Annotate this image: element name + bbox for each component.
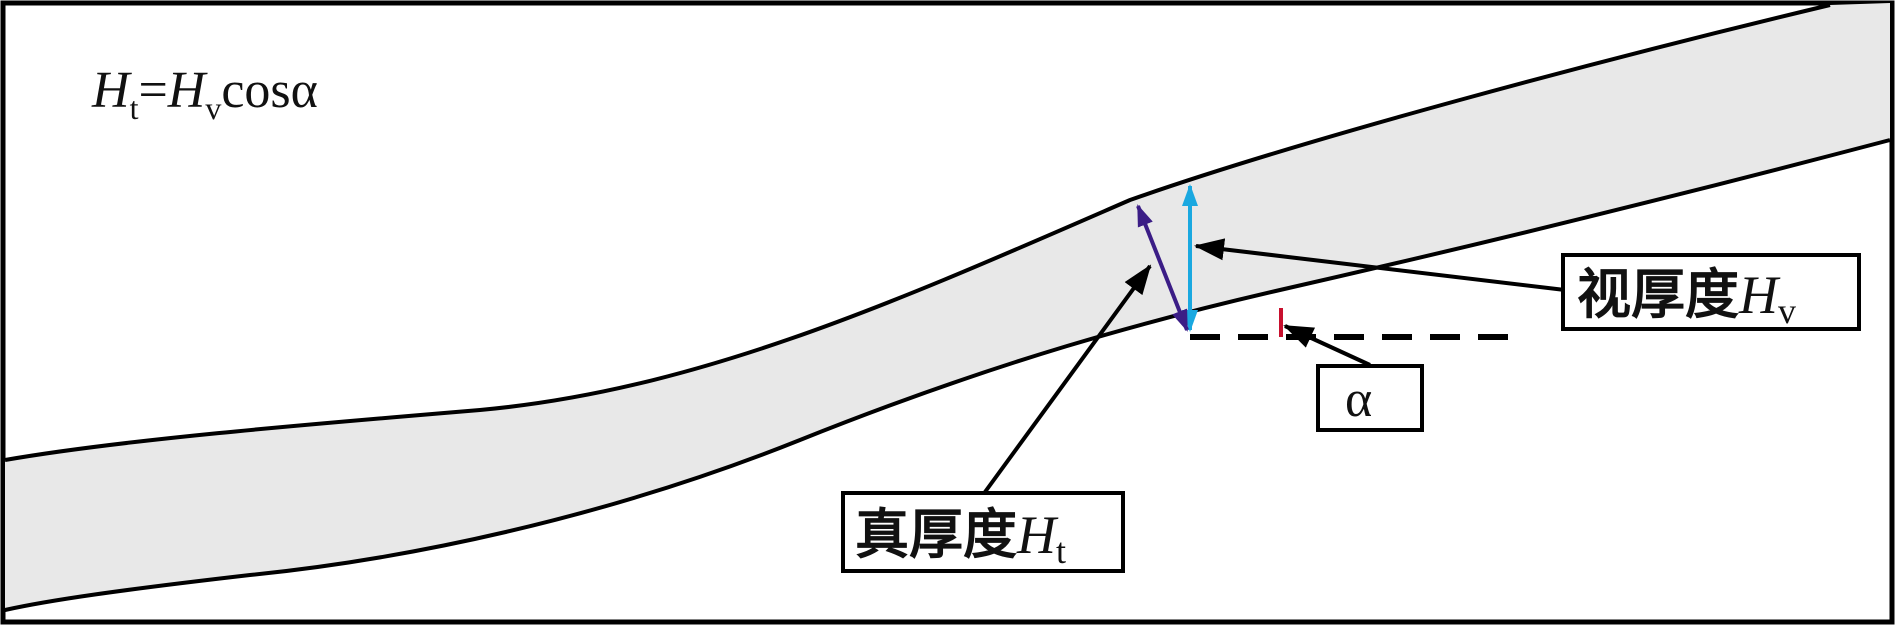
thickness-formula: Ht=Hvcosα bbox=[91, 62, 318, 126]
true-thickness-label-box bbox=[841, 491, 1125, 573]
true-thickness-label: 真厚度Ht bbox=[855, 505, 1066, 571]
angle-label: α bbox=[1345, 371, 1372, 428]
true-thickness-arrow bbox=[1136, 204, 1189, 332]
rock-layer bbox=[5, 3, 1890, 610]
apparent-thickness-label-box bbox=[1561, 253, 1861, 331]
angle-label-pointer bbox=[1283, 324, 1371, 367]
apparent-label-pointer bbox=[1194, 238, 1566, 292]
true-label-pointer bbox=[983, 264, 1152, 494]
layer-upper-boundary bbox=[4, 3, 1831, 462]
angle-label-box bbox=[1316, 364, 1424, 432]
layer-lower-boundary bbox=[4, 138, 1891, 612]
apparent-thickness-label: 视厚度Hv bbox=[1577, 265, 1796, 331]
